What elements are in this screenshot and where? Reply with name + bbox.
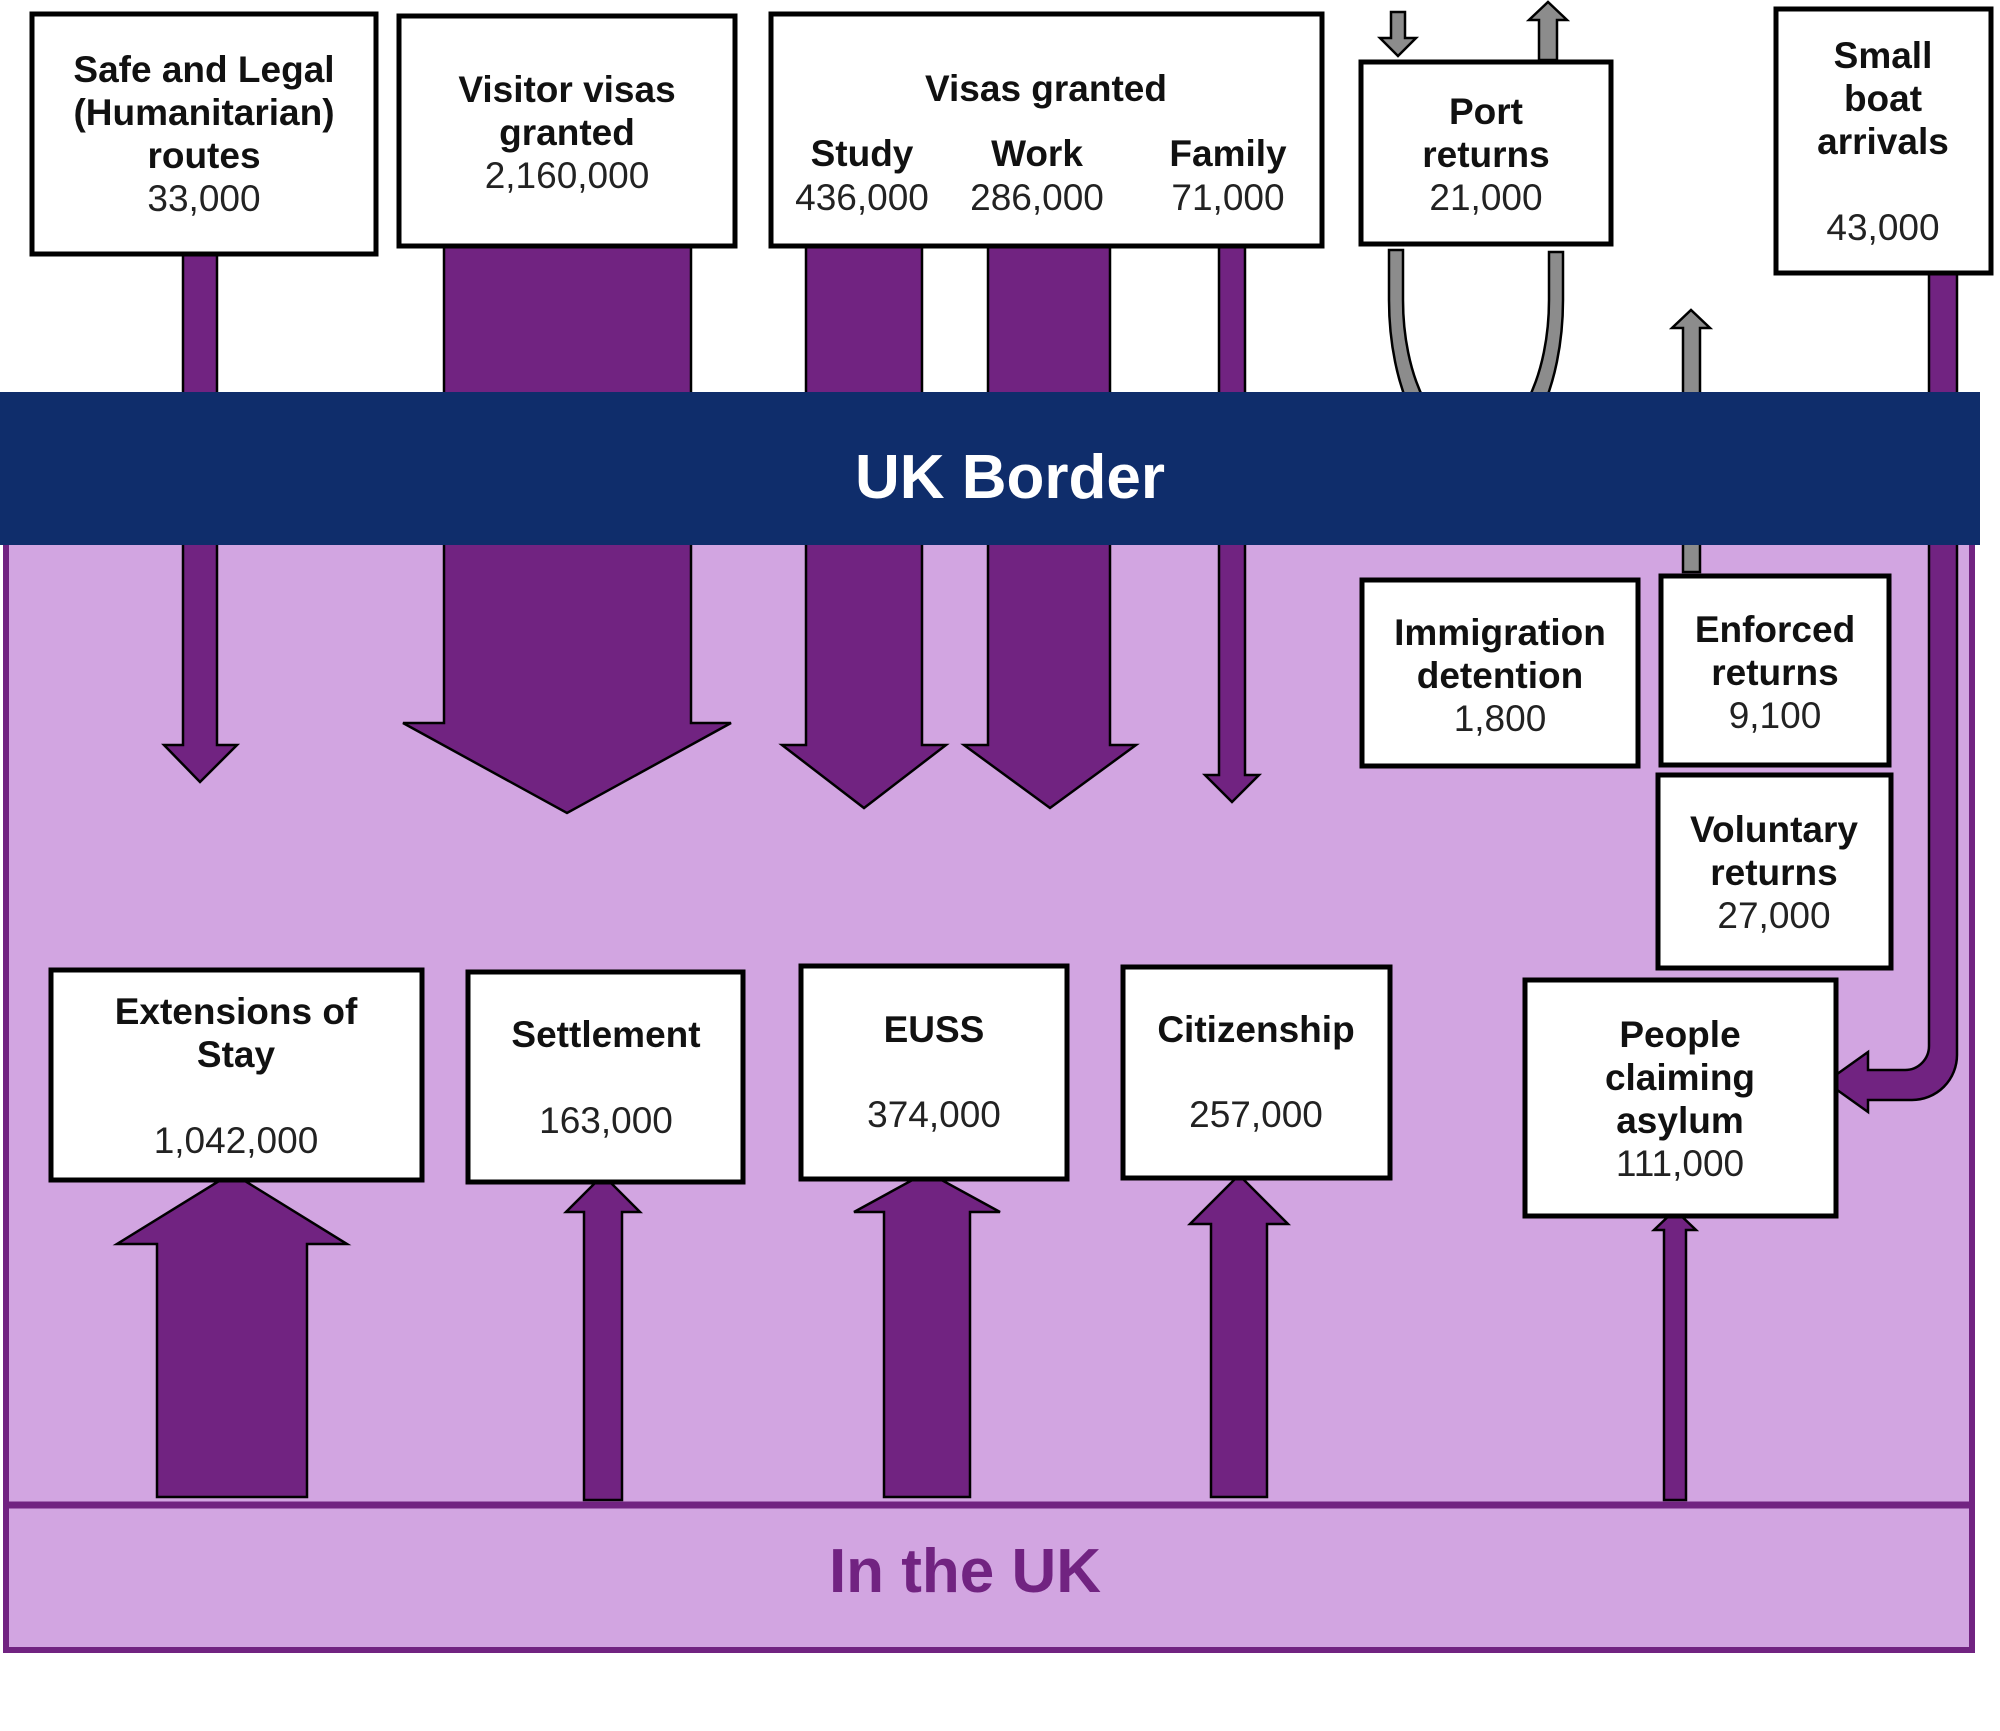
port-departure-arrow xyxy=(1525,0,1571,62)
citizenship-box: Citizenship 257,000 xyxy=(1120,964,1393,1181)
small-boat-title-line-2: boat xyxy=(1844,78,1922,119)
family-value: 71,000 xyxy=(1171,177,1284,218)
visas-granted-title: Visas granted xyxy=(925,68,1167,109)
flow-arrow-small-boat xyxy=(1823,268,1959,1115)
euss-title: EUSS xyxy=(884,1009,985,1050)
asylum-value: 111,000 xyxy=(1616,1143,1744,1184)
visitor-value: 2,160,000 xyxy=(485,155,650,196)
work-value: 286,000 xyxy=(970,177,1104,218)
flow-arrow-settlement xyxy=(562,1173,644,1502)
in-uk-label: In the UK xyxy=(829,1537,1101,1606)
euss-box: EUSS 374,000 xyxy=(798,963,1070,1182)
port-arrival-arrow xyxy=(1376,10,1420,58)
visitor-title-line-2: granted xyxy=(499,112,635,153)
flow-arrow-extensions xyxy=(112,1171,352,1499)
small-boat-arrivals-box: Small boat arrivals 43,000 xyxy=(1773,6,1994,276)
enforced-returns-box: Enforced returns 9,100 xyxy=(1658,573,1892,768)
port-returns-box: Port returns 21,000 xyxy=(1358,59,1614,247)
flow-arrow-citizenship xyxy=(1186,1173,1292,1499)
small-boat-value: 43,000 xyxy=(1826,207,1939,248)
visitor-visas-box: Visitor visas granted 2,160,000 xyxy=(396,13,738,249)
uk-border-label: UK Border xyxy=(855,443,1165,512)
enforced-value: 9,100 xyxy=(1729,695,1822,736)
small-boat-title-line-3: arrivals xyxy=(1817,121,1949,162)
voluntary-title-line-1: Voluntary xyxy=(1690,809,1858,850)
safe-legal-value: 33,000 xyxy=(147,178,260,219)
visitor-title-line-1: Visitor visas xyxy=(458,69,675,110)
people-claiming-asylum-box: People claiming asylum 111,000 xyxy=(1522,977,1839,1219)
study-value: 436,000 xyxy=(795,177,929,218)
enforced-title-line-2: returns xyxy=(1711,652,1838,693)
citizenship-value: 257,000 xyxy=(1189,1094,1323,1135)
safe-legal-title-line-2: (Humanitarian) xyxy=(73,92,334,133)
settlement-box: Settlement 163,000 xyxy=(465,969,746,1185)
visas-granted-box: Visas granted Study 436,000 Work 286,000… xyxy=(768,11,1325,249)
port-returns-value: 21,000 xyxy=(1429,177,1542,218)
settlement-title: Settlement xyxy=(511,1014,700,1055)
uk-border-band xyxy=(0,392,1980,545)
asylum-title-line-2: claiming xyxy=(1605,1057,1755,1098)
detention-value: 1,800 xyxy=(1454,698,1547,739)
work-label: Work xyxy=(991,133,1083,174)
settlement-value: 163,000 xyxy=(539,1100,673,1141)
small-boat-title-line-1: Small xyxy=(1834,35,1933,76)
asylum-title-line-3: asylum xyxy=(1616,1100,1744,1141)
port-returns-title-line-1: Port xyxy=(1449,91,1523,132)
flow-arrow-euss xyxy=(853,1170,1001,1499)
voluntary-title-line-2: returns xyxy=(1710,852,1837,893)
voluntary-value: 27,000 xyxy=(1717,895,1830,936)
immigration-detention-box: Immigration detention 1,800 xyxy=(1359,577,1641,769)
safe-legal-routes-box: Safe and Legal (Humanitarian) routes 33,… xyxy=(29,11,379,257)
detention-title-line-2: detention xyxy=(1417,655,1583,696)
voluntary-returns-box: Voluntary returns 27,000 xyxy=(1655,772,1894,971)
extensions-of-stay-box: Extensions of Stay 1,042,000 xyxy=(48,967,425,1183)
detention-title-line-1: Immigration xyxy=(1394,612,1606,653)
extensions-title-line-1: Extensions of xyxy=(115,991,358,1032)
family-label: Family xyxy=(1169,133,1287,174)
port-returns-title-line-2: returns xyxy=(1422,134,1549,175)
citizenship-title: Citizenship xyxy=(1157,1009,1354,1050)
safe-legal-title-line-3: routes xyxy=(147,135,260,176)
safe-legal-title-line-1: Safe and Legal xyxy=(73,49,334,90)
flow-arrow-asylum-in-uk xyxy=(1650,1208,1700,1502)
study-label: Study xyxy=(811,133,914,174)
enforced-title-line-1: Enforced xyxy=(1695,609,1855,650)
extensions-value: 1,042,000 xyxy=(154,1120,319,1161)
asylum-title-line-1: People xyxy=(1619,1014,1740,1055)
extensions-title-line-2: Stay xyxy=(197,1034,276,1075)
euss-value: 374,000 xyxy=(867,1094,1001,1135)
